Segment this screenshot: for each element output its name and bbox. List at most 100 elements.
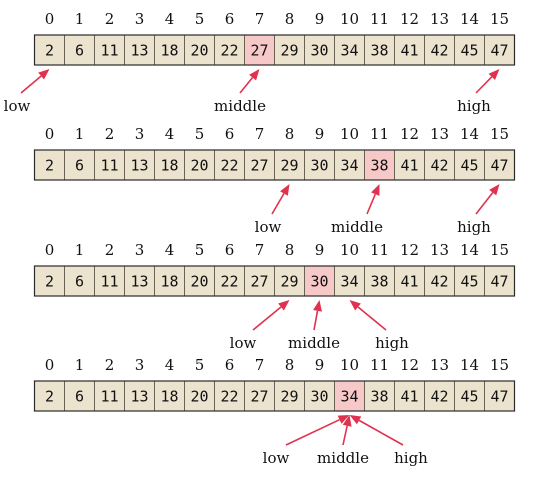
index-label: 5 <box>195 241 205 259</box>
index-label: 8 <box>285 356 295 374</box>
array-cell <box>304 380 335 412</box>
cell-value: 18 <box>160 388 178 406</box>
index-label: 8 <box>285 10 295 28</box>
pointer-label-low: low <box>230 334 257 352</box>
cell-value: 38 <box>370 42 388 60</box>
array-cell-highlighted <box>334 380 365 412</box>
pointer-label-low: low <box>255 218 282 236</box>
cell-value: 45 <box>460 157 478 175</box>
arrow-shaft <box>358 419 404 446</box>
index-label: 4 <box>165 10 175 28</box>
cell-value: 30 <box>310 42 328 60</box>
cell-value: 34 <box>340 273 358 291</box>
arrow-head <box>349 300 361 311</box>
index-label: 9 <box>315 356 325 374</box>
cell-value: 20 <box>190 157 208 175</box>
cell-value: 42 <box>430 273 448 291</box>
arrow-shaft <box>313 310 319 331</box>
index-label: 13 <box>430 241 449 259</box>
index-label: 3 <box>135 356 145 374</box>
cell-value: 11 <box>100 273 118 291</box>
cell-value: 45 <box>460 42 478 60</box>
arrow-head <box>249 69 260 81</box>
arrow-shaft <box>357 306 387 331</box>
index-label: 6 <box>225 356 235 374</box>
cell-value: 34 <box>340 42 358 60</box>
index-label: 12 <box>400 10 419 28</box>
index-label: 0 <box>45 125 55 143</box>
pointer-arrow-high <box>349 300 387 331</box>
index-label: 6 <box>225 125 235 143</box>
cell-value: 18 <box>160 273 178 291</box>
index-label: 0 <box>45 10 55 28</box>
index-label: 4 <box>165 241 175 259</box>
index-label: 9 <box>315 10 325 28</box>
arrow-head <box>371 184 380 196</box>
index-label: 3 <box>135 125 145 143</box>
arrow-shaft <box>342 425 348 446</box>
array-cell <box>394 380 425 412</box>
index-label: 1 <box>75 356 85 374</box>
index-label: 5 <box>195 10 205 28</box>
cell-value: 47 <box>490 157 508 175</box>
index-label: 9 <box>315 125 325 143</box>
cell-value: 29 <box>280 157 298 175</box>
pointer-label-middle: middle <box>317 449 369 467</box>
cell-value: 13 <box>130 157 148 175</box>
arrow-head <box>489 184 500 196</box>
index-label: 11 <box>370 10 389 28</box>
cell-value: 38 <box>370 273 388 291</box>
arrow-shaft <box>475 76 493 94</box>
index-label: 14 <box>460 241 479 259</box>
arrow-shaft <box>252 306 282 331</box>
index-label: 13 <box>430 10 449 28</box>
pointer-label-high: high <box>457 218 491 236</box>
cell-value: 27 <box>250 273 268 291</box>
cell-value: 42 <box>430 42 448 60</box>
cell-value: 29 <box>280 388 298 406</box>
index-label: 10 <box>340 356 359 374</box>
array-cell <box>94 149 125 181</box>
cell-value: 42 <box>430 157 448 175</box>
array-cell-highlighted <box>364 149 395 181</box>
index-label: 1 <box>75 125 85 143</box>
index-label: 10 <box>340 241 359 259</box>
cell-value: 13 <box>130 273 148 291</box>
index-label: 3 <box>135 241 145 259</box>
cell-value: 29 <box>280 42 298 60</box>
cell-value: 30 <box>310 273 328 291</box>
cell-value: 34 <box>340 388 358 406</box>
cell-value: 45 <box>460 388 478 406</box>
index-label: 5 <box>195 125 205 143</box>
cell-value: 29 <box>280 273 298 291</box>
cell-value: 11 <box>100 157 118 175</box>
array-cell-highlighted <box>244 34 275 66</box>
index-label: 12 <box>400 125 419 143</box>
cell-value: 13 <box>130 388 148 406</box>
arrow-head <box>337 415 350 424</box>
index-label: 15 <box>490 125 509 143</box>
cell-value: 30 <box>310 157 328 175</box>
index-label: 2 <box>105 10 115 28</box>
cell-value: 6 <box>75 42 84 60</box>
array-frame <box>33 149 516 181</box>
array-frame <box>33 380 516 412</box>
cell-value: 27 <box>250 157 268 175</box>
index-label: 4 <box>165 356 175 374</box>
index-label: 12 <box>400 241 419 259</box>
pointer-label-middle: middle <box>331 218 383 236</box>
pointer-label-high: high <box>375 334 409 352</box>
index-label: 14 <box>460 10 479 28</box>
arrow-shaft <box>271 193 285 215</box>
array-cell <box>64 265 95 297</box>
index-label: 0 <box>45 241 55 259</box>
index-label: 7 <box>255 125 265 143</box>
index-label: 7 <box>255 356 265 374</box>
array-cell <box>484 34 515 66</box>
array-cell <box>334 149 365 181</box>
pointer-label-high: high <box>394 449 428 467</box>
index-label: 12 <box>400 356 419 374</box>
